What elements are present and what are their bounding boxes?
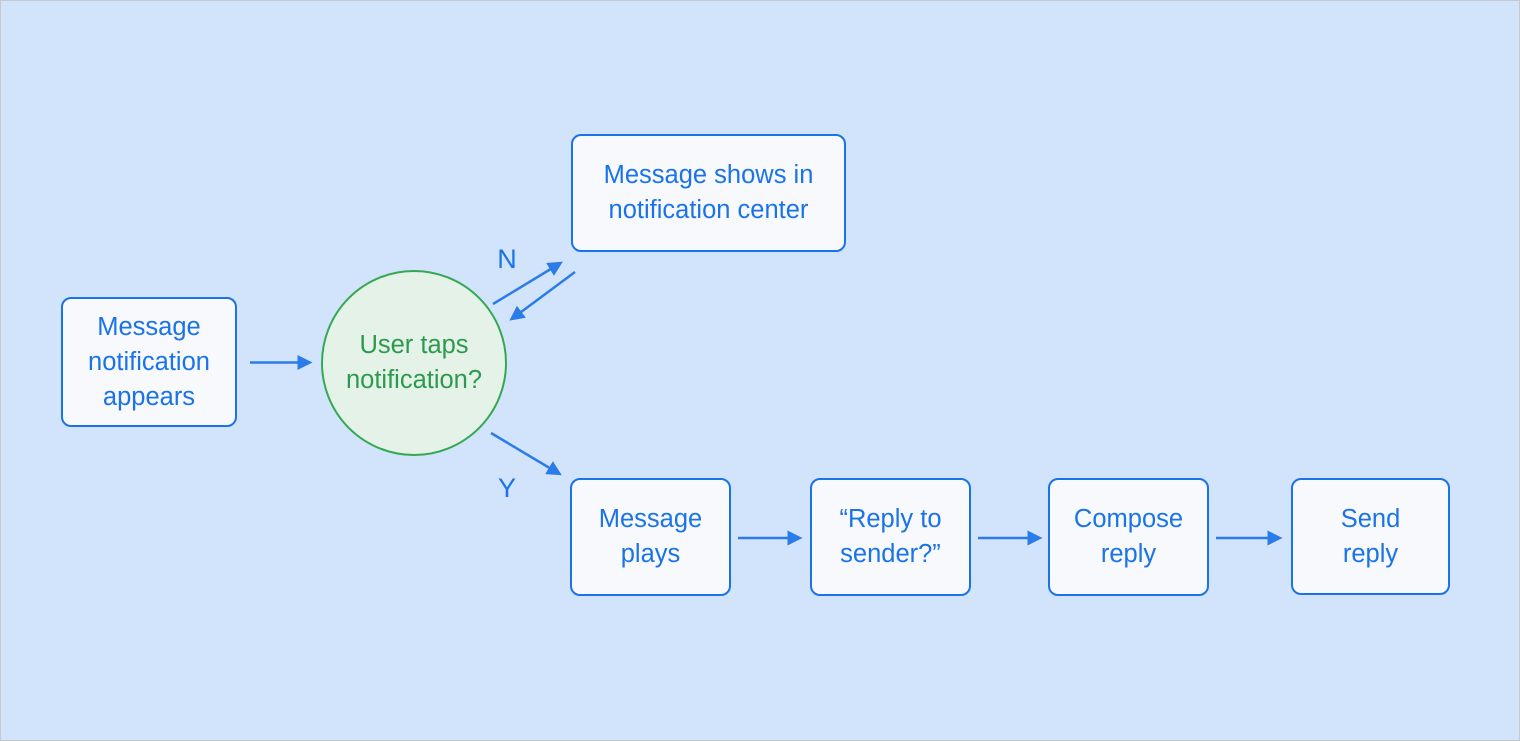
node-compose-reply: Compose reply — [1048, 478, 1209, 596]
edge-label-no: N — [497, 244, 517, 274]
edge-label-yes: Y — [497, 473, 516, 503]
node-reply-to-sender-prompt: “Reply to sender?” — [810, 478, 971, 596]
arrow-decision-to-message-plays — [490, 431, 562, 476]
node-message-shows-in-notification-center: Message shows in notification center — [571, 134, 846, 252]
node-decision-user-taps-notification: User taps notification? — [321, 270, 507, 456]
arrow-notification-center-to-decision — [509, 270, 576, 321]
node-message-notification-appears: Message notification appears — [61, 297, 237, 427]
node-message-plays: Message plays — [570, 478, 731, 596]
node-send-reply: Send reply — [1291, 478, 1450, 595]
